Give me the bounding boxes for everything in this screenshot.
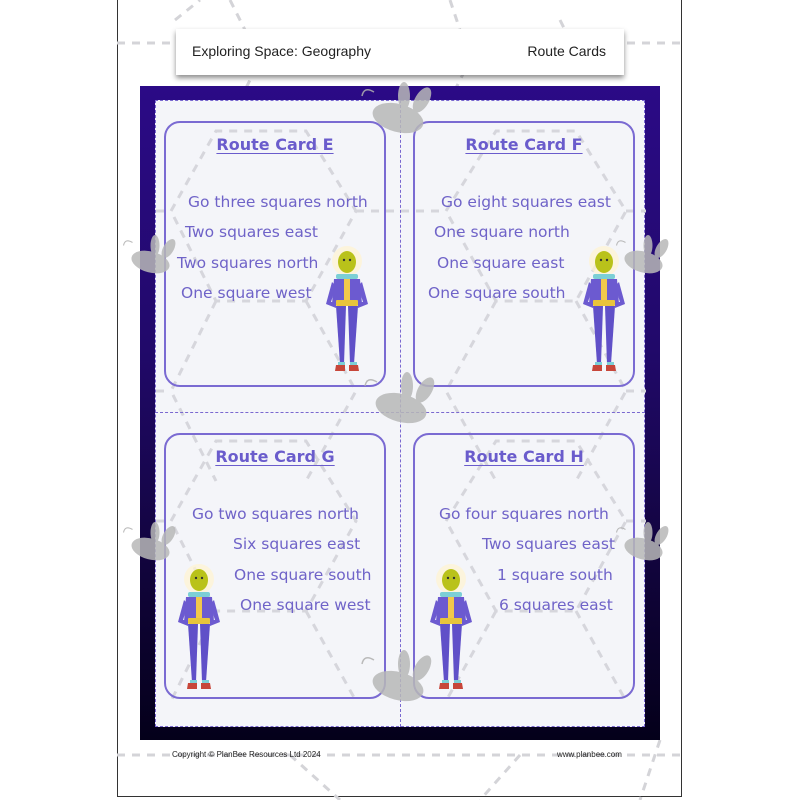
bee-watermark-icon (364, 372, 435, 424)
route-step: Go four squares north (439, 505, 609, 523)
card-title: Route Card F (465, 135, 583, 154)
bee-watermark-icon (615, 522, 669, 561)
bee-watermark-icon (122, 235, 176, 274)
route-step: Two squares north (177, 254, 319, 272)
alien-astronaut-icon (583, 246, 625, 371)
route-step: Go eight squares east (441, 193, 611, 211)
route-step: One square south (234, 566, 372, 584)
route-step: Six squares east (233, 535, 361, 553)
website-text: www.planbee.com (557, 750, 622, 759)
route-step: 1 square south (497, 566, 613, 584)
worksheet-subtitle: Route Cards (527, 43, 606, 59)
alien-astronaut-icon (430, 564, 472, 689)
card-title: Route Card H (464, 447, 584, 466)
hexagon-watermark-inner (156, 129, 646, 702)
route-step: Two squares east (482, 535, 615, 553)
card-title: Route Card E (216, 135, 334, 154)
copyright-text: Copyright © PlanBee Resources Ltd 2024 (172, 750, 321, 759)
worksheet-header: Exploring Space: Geography Route Cards (176, 29, 624, 75)
bee-watermark-icon (361, 82, 432, 134)
route-step: 6 squares east (499, 596, 613, 614)
card-title: Route Card G (215, 447, 335, 466)
route-step: Go two squares north (192, 505, 359, 523)
route-card-h: Route Card H Go four squares north Two s… (413, 433, 635, 699)
route-step: One square east (437, 254, 565, 272)
route-card-f: Route Card F Go eight squares east One s… (413, 121, 635, 387)
alien-astronaut-icon (326, 246, 368, 371)
bee-watermark-icon (361, 650, 432, 702)
route-step: Two squares east (185, 223, 318, 241)
route-step: One square west (240, 596, 371, 614)
route-step: Go three squares north (188, 193, 368, 211)
alien-astronaut-icon (178, 564, 220, 689)
route-card-g: Route Card G Go two squares north Six sq… (164, 433, 386, 699)
route-step: One square west (181, 284, 312, 302)
route-step: One square south (428, 284, 566, 302)
bee-watermark-icon (122, 522, 176, 561)
bee-watermark-icon (615, 235, 669, 274)
worksheet-title: Exploring Space: Geography (192, 43, 371, 59)
route-step: One square north (434, 223, 570, 241)
